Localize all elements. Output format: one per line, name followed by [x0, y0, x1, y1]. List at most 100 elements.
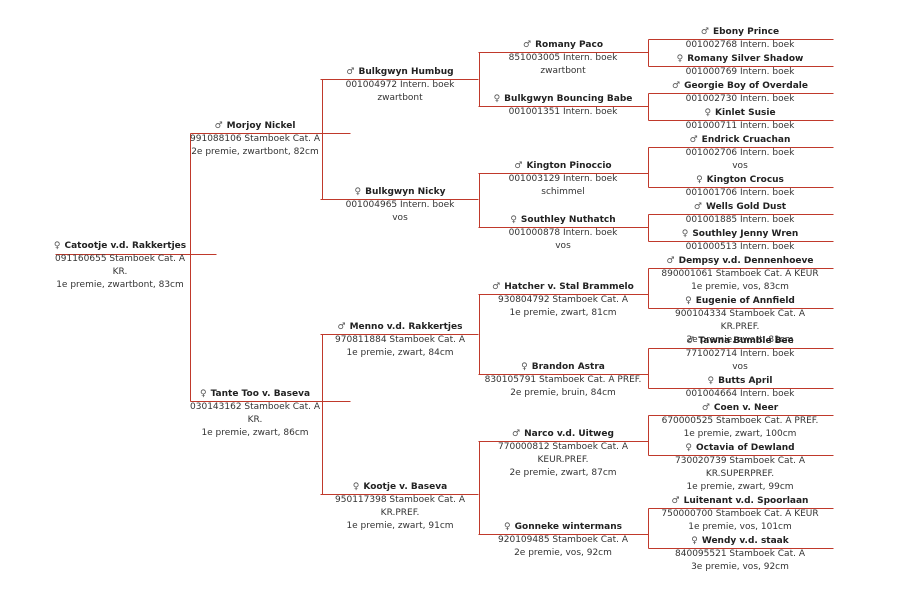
horse-node-southley-jenny-wren[interactable]: ♀Southley Jenny Wren 001000513 Intern. b…: [660, 228, 820, 254]
horse-name: Endrick Cruachan: [701, 135, 791, 145]
sex-symbol: ♂: [689, 135, 698, 145]
horse-node-luitenant[interactable]: ♂Luitenant v.d. Spoorlaan 750000700 Stam…: [660, 495, 820, 534]
horse-node-georgie-boy[interactable]: ♂Georgie Boy of Overdale 001002730 Inter…: [660, 80, 820, 106]
horse-name: Romany Paco: [535, 40, 603, 50]
horse-detail: 001004972 Intern. boek: [345, 80, 455, 90]
horse-detail: 1e premie, vos, 101cm: [688, 522, 792, 532]
horse-detail: KR.: [112, 267, 128, 277]
horse-name: Menno v.d. Rakkertjes: [349, 322, 463, 332]
sex-symbol: ♂: [686, 336, 695, 346]
sex-symbol: ♂: [666, 256, 675, 266]
horse-detail: schimmel: [541, 187, 585, 197]
horse-detail: 851003005 Intern. boek: [508, 53, 618, 63]
horse-node-wendy[interactable]: ♀Wendy v.d. staak 840095521 Stamboek Cat…: [660, 535, 820, 574]
horse-detail: 890001061 Stamboek Cat. A KEUR: [661, 269, 819, 279]
horse-node-narco[interactable]: ♂Narco v.d. Uitweg 770000812 Stamboek Ca…: [483, 428, 643, 480]
horse-node-kington-crocus[interactable]: ♀Kington Crocus 001001706 Intern. boek: [660, 174, 820, 200]
horse-node-butts-april[interactable]: ♀Butts April 001004664 Intern. boek: [660, 375, 820, 401]
horse-detail: 001004664 Intern. boek: [685, 389, 795, 399]
horse-detail: KEUR.PREF.: [537, 455, 589, 465]
sex-symbol: ♂: [523, 40, 532, 50]
horse-detail: 001001885 Intern. boek: [685, 215, 795, 225]
horse-detail: 1e premie, zwart, 100cm: [683, 429, 797, 439]
horse-node-menno[interactable]: ♂Menno v.d. Rakkertjes 970811884 Stamboe…: [320, 321, 480, 360]
horse-node-kinlet-susie[interactable]: ♀Kinlet Susie 001000711 Intern. boek: [660, 107, 820, 133]
horse-detail: 001000769 Intern. boek: [685, 67, 795, 77]
horse-detail: 001002706 Intern. boek: [685, 148, 795, 158]
horse-detail: 670000525 Stamboek Cat. A PREF.: [661, 416, 819, 426]
horse-detail: 771002714 Intern. boek: [685, 349, 795, 359]
horse-name: Romany Silver Shadow: [687, 54, 804, 64]
horse-detail: 830105791 Stamboek Cat. A PREF.: [484, 375, 642, 385]
horse-detail: 2e premie, zwart, 87cm: [509, 468, 617, 478]
horse-name: Brandon Astra: [531, 362, 605, 372]
horse-detail: 770000812 Stamboek Cat. A: [498, 442, 628, 452]
horse-detail: 2e premie, zwart, 81cm: [686, 335, 794, 345]
horse-detail: 1e premie, vos, 83cm: [691, 282, 789, 292]
sex-symbol: ♀: [676, 54, 684, 64]
horse-node-dempsy[interactable]: ♂Dempsy v.d. Dennenhoeve 890001061 Stamb…: [660, 255, 820, 294]
horse-node-hatcher[interactable]: ♂Hatcher v. Stal Brammelo 930804792 Stam…: [483, 281, 643, 320]
sex-symbol: ♂: [214, 121, 223, 131]
horse-name: Coen v. Neer: [713, 403, 779, 413]
horse-detail: 091160655 Stamboek Cat. A: [55, 254, 185, 264]
horse-name: Morjoy Nickel: [226, 121, 296, 131]
horse-node-southley-nuthatch[interactable]: ♀Southley Nuthatch 001000878 Intern. boe…: [483, 214, 643, 253]
horse-node-morjoy-nickel[interactable]: ♂Morjoy Nickel 991088106 Stamboek Cat. A…: [175, 120, 335, 159]
horse-detail: 001000878 Intern. boek: [508, 228, 618, 238]
horse-name: Bulkgwyn Humbug: [358, 67, 454, 77]
horse-name: Hatcher v. Stal Brammelo: [504, 282, 634, 292]
horse-name: Kootje v. Baseva: [363, 482, 448, 492]
horse-node-gonneke[interactable]: ♀Gonneke wintermans 920109485 Stamboek C…: [483, 521, 643, 560]
sex-symbol: ♀: [685, 443, 692, 453]
horse-name: Butts April: [718, 376, 773, 386]
horse-node-tante-too[interactable]: ♀Tante Too v. Baseva 030143162 Stamboek …: [175, 388, 335, 440]
horse-node-kington-pinoccio[interactable]: ♂Kington Pinoccio 001003129 Intern. boek…: [483, 160, 643, 199]
sex-symbol: ♂: [514, 161, 523, 171]
horse-detail: vos: [555, 241, 571, 251]
horse-node-wells-gold-dust[interactable]: ♂Wells Gold Dust 001001885 Intern. boek: [660, 201, 820, 227]
sex-symbol: ♀: [352, 482, 360, 492]
horse-node-eugenie[interactable]: ♀Eugenie of Annfield 900104334 Stamboek …: [660, 295, 820, 347]
horse-node-endrick-cruachan[interactable]: ♂Endrick Cruachan 001002706 Intern. boek…: [660, 134, 820, 173]
horse-node-ebony-prince[interactable]: ♂Ebony Prince 001002768 Intern. boek: [660, 26, 820, 52]
horse-name: Kington Crocus: [706, 175, 784, 185]
horse-detail: 001003129 Intern. boek: [508, 174, 618, 184]
horse-name: Kinlet Susie: [715, 108, 776, 118]
horse-node-coen-v-neer[interactable]: ♂Coen v. Neer 670000525 Stamboek Cat. A …: [660, 402, 820, 441]
horse-name: Gonneke wintermans: [514, 522, 622, 532]
sex-symbol: ♂: [701, 403, 710, 413]
horse-node-catootje[interactable]: ♀Catootje v.d. Rakkertjes 091160655 Stam…: [40, 240, 200, 292]
horse-name: Luitenant v.d. Spoorlaan: [683, 496, 809, 506]
sex-symbol: ♀: [704, 108, 712, 118]
horse-name: Wendy v.d. staak: [701, 536, 789, 546]
horse-node-tawna-bumble-bee[interactable]: ♂Tawna Bumble Bee 771002714 Intern. boek…: [660, 335, 820, 374]
horse-name: Eugenie of Annfield: [695, 296, 795, 306]
horse-detail: 001000711 Intern. boek: [685, 121, 795, 131]
horse-name: Tante Too v. Baseva: [210, 389, 311, 399]
horse-detail: 950117398 Stamboek Cat. A: [335, 495, 465, 505]
horse-node-bulkgwyn-bouncing-babe[interactable]: ♀Bulkgwyn Bouncing Babe 001001351 Intern…: [483, 93, 643, 119]
horse-detail: vos: [732, 161, 748, 171]
horse-name: Octavia of Dewland: [695, 443, 795, 453]
horse-detail: 030143162 Stamboek Cat. A: [190, 402, 320, 412]
horse-detail: 001001706 Intern. boek: [685, 188, 795, 198]
horse-detail: 1e premie, zwart, 99cm: [686, 482, 794, 492]
sex-symbol: ♀: [504, 522, 511, 532]
horse-node-bulkgwyn-nicky[interactable]: ♀Bulkgwyn Nicky 001004965 Intern. boek v…: [320, 186, 480, 225]
horse-detail: 920109485 Stamboek Cat. A: [498, 535, 628, 545]
horse-node-romany-paco[interactable]: ♂Romany Paco 851003005 Intern. boek zwar…: [483, 39, 643, 78]
horse-node-octavia[interactable]: ♀Octavia of Dewland 730020739 Stamboek C…: [660, 442, 820, 494]
horse-detail: 1e premie, zwart, 91cm: [346, 521, 454, 531]
horse-detail: 1e premie, zwart, 81cm: [509, 308, 617, 318]
sex-symbol: ♀: [521, 362, 528, 372]
sex-symbol: ♂: [337, 322, 346, 332]
horse-node-romany-silver-shadow[interactable]: ♀Romany Silver Shadow 001000769 Intern. …: [660, 53, 820, 79]
sex-symbol: ♂: [672, 81, 681, 91]
horse-node-bulkgwyn-humbug[interactable]: ♂Bulkgwyn Humbug 001004972 Intern. boek …: [320, 66, 480, 105]
horse-detail: 750000700 Stamboek Cat. A KEUR: [661, 509, 819, 519]
horse-node-brandon-astra[interactable]: ♀Brandon Astra 830105791 Stamboek Cat. A…: [483, 361, 643, 400]
horse-node-kootje[interactable]: ♀Kootje v. Baseva 950117398 Stamboek Cat…: [320, 481, 480, 533]
sex-symbol: ♀: [707, 376, 715, 386]
